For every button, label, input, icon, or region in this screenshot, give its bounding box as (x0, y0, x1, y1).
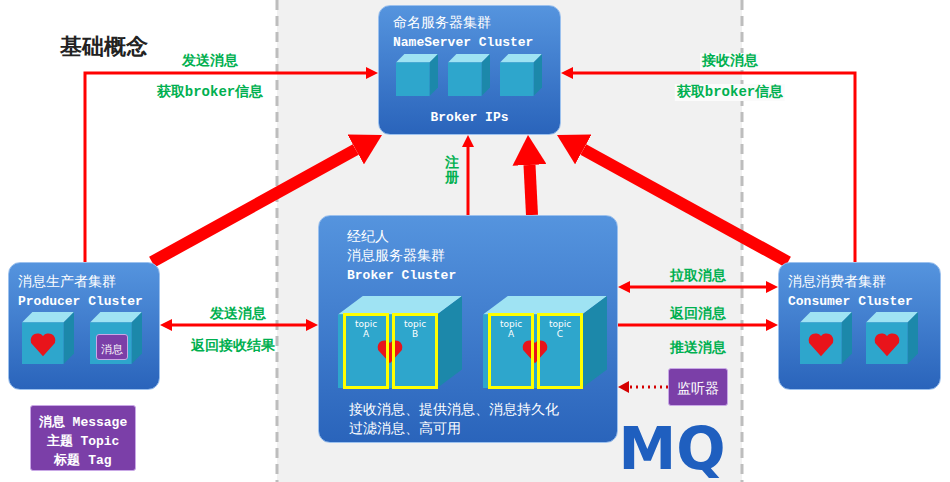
topic-box: topic B (392, 313, 438, 389)
title-slot: 基础概念 (60, 34, 148, 60)
mq-logo: MQ (618, 420, 725, 478)
consumer-cluster: 消息消费者集群 Consumer Cluster (778, 262, 941, 390)
flow-arrow (467, 147, 470, 215)
node-heading: 消息 (101, 343, 123, 357)
listener-box: 监听器 (668, 368, 728, 406)
topic-box: topic C (537, 313, 583, 389)
text-slot: Producer Cluster (18, 290, 143, 310)
label-slot: 获取broker信息 (675, 81, 785, 101)
text-slot: 监听器 (669, 378, 727, 397)
node-text: NameServer Cluster (393, 34, 533, 51)
heart-icon (875, 333, 900, 356)
node-heading: 监听器 (677, 379, 719, 397)
broker-cluster: topic A topic B topic A topic C 经纪人消息服务器集群 Br… (318, 215, 618, 443)
node-text: 标题 Tag (54, 452, 111, 469)
node-heading: topic A (355, 319, 377, 339)
flow-arrow (618, 324, 766, 327)
flow-arrow (172, 324, 306, 327)
node-text: 消息服务器集群 (347, 246, 445, 264)
edge-label: 注册 (445, 156, 459, 187)
edge-label-slot: 注册 (445, 156, 459, 187)
text-slot: 消息消费者集群 (788, 271, 886, 290)
text-slot: 主题 Topic (31, 430, 135, 450)
flow-label: 获取broker信息 (675, 84, 785, 101)
label-slot: MQ (618, 420, 725, 478)
edge-label: 返回消息 (670, 306, 726, 323)
heart-icon (809, 333, 834, 356)
text-slot: topic A (346, 319, 386, 341)
label-slot: 返回接收结果 (191, 335, 275, 355)
node-heading: 消息生产者集群 (18, 272, 116, 290)
flow-label: 获取broker信息 (157, 84, 263, 101)
consumer-cube (800, 312, 852, 364)
flow-label: 返回接收结果 (191, 338, 275, 355)
thick-arrow (529, 165, 532, 215)
node-text: 接收消息、提供消息、消息持久化 过滤消息、高可用 (349, 400, 589, 438)
heart-icon (523, 340, 548, 363)
node-text: Producer Cluster (18, 293, 143, 310)
text-slot: 消息生产者集群 (18, 271, 116, 290)
node-heading: 消息消费者集群 (788, 272, 886, 290)
edge-label: 发送消息 (182, 53, 238, 70)
text-slot: topic A (491, 319, 531, 341)
label-slot: 推送消息 (670, 337, 726, 357)
nameserver-cluster: 命名服务器集群 NameServer ClusterBroker IPs (378, 5, 561, 135)
text-slot: 经纪人 (347, 226, 389, 245)
text-slot: 接收消息、提供消息、消息持久化 过滤消息、高可用 (349, 400, 589, 438)
heart-icon (31, 333, 56, 356)
node-text: Broker Cluster (347, 267, 456, 284)
text-slot: 命名服务器集群 (393, 12, 491, 31)
producer-cube (90, 312, 142, 364)
node-text: 主题 Topic (47, 433, 120, 450)
edge-label-slot: 发送消息 (210, 303, 266, 323)
text-slot: Consumer Cluster (788, 290, 913, 310)
node-heading: 命名服务器集群 (393, 13, 491, 31)
text-slot: 消息服务器集群 (347, 245, 445, 264)
node-heading: topic B (404, 319, 426, 339)
text-slot: NameServer Cluster (393, 31, 533, 51)
text-slot: topic B (395, 319, 435, 341)
flow-label: 推送消息 (670, 340, 726, 357)
broker-cube (338, 296, 462, 388)
dotted-arrow (629, 386, 668, 389)
topic-box: topic A (343, 313, 389, 389)
producer-cube (22, 312, 74, 364)
node-heading: topic A (500, 319, 522, 339)
text-slot: 消息 (97, 338, 127, 357)
text-slot: Broker Cluster (347, 264, 456, 284)
server-cube (396, 54, 438, 96)
edge-label: 发送消息 (210, 306, 266, 323)
edge-label-slot: 拉取消息 (670, 265, 726, 285)
edge-label-slot: 返回消息 (670, 303, 726, 323)
server-cube (500, 54, 542, 96)
label-slot: 获取broker信息 (157, 81, 263, 101)
text-slot: Broker IPs (379, 106, 560, 126)
node-text: Consumer Cluster (788, 293, 913, 310)
concept-legend-box: 消息 Message 主题 Topic 标题 Tag (30, 405, 136, 471)
topic-box: topic A (488, 313, 534, 389)
server-cube (448, 54, 490, 96)
broker-cube (483, 296, 607, 388)
flow-arrow (630, 286, 766, 289)
text-slot: topic C (540, 319, 580, 341)
edge-label: 拉取消息 (670, 268, 726, 285)
node-heading: 经纪人 (347, 227, 389, 245)
diagram-title: 基础概念 (60, 34, 148, 60)
edge-label-slot: 发送消息 (182, 50, 238, 70)
edge-label: 接收消息 (700, 53, 760, 70)
node-heading: 消息 Message (39, 414, 127, 431)
node-text: Broker IPs (430, 109, 508, 126)
text-slot: 消息 Message (31, 411, 135, 431)
message-chip: 消息 (96, 334, 128, 360)
producer-cluster: 消息 消息生产者集群 Producer Cluster (8, 262, 160, 390)
heart-icon (378, 340, 403, 363)
text-slot: 标题 Tag (31, 449, 135, 469)
edge-label-slot: 接收消息 (700, 50, 760, 70)
node-heading: topic C (549, 319, 571, 339)
consumer-cube (866, 312, 918, 364)
